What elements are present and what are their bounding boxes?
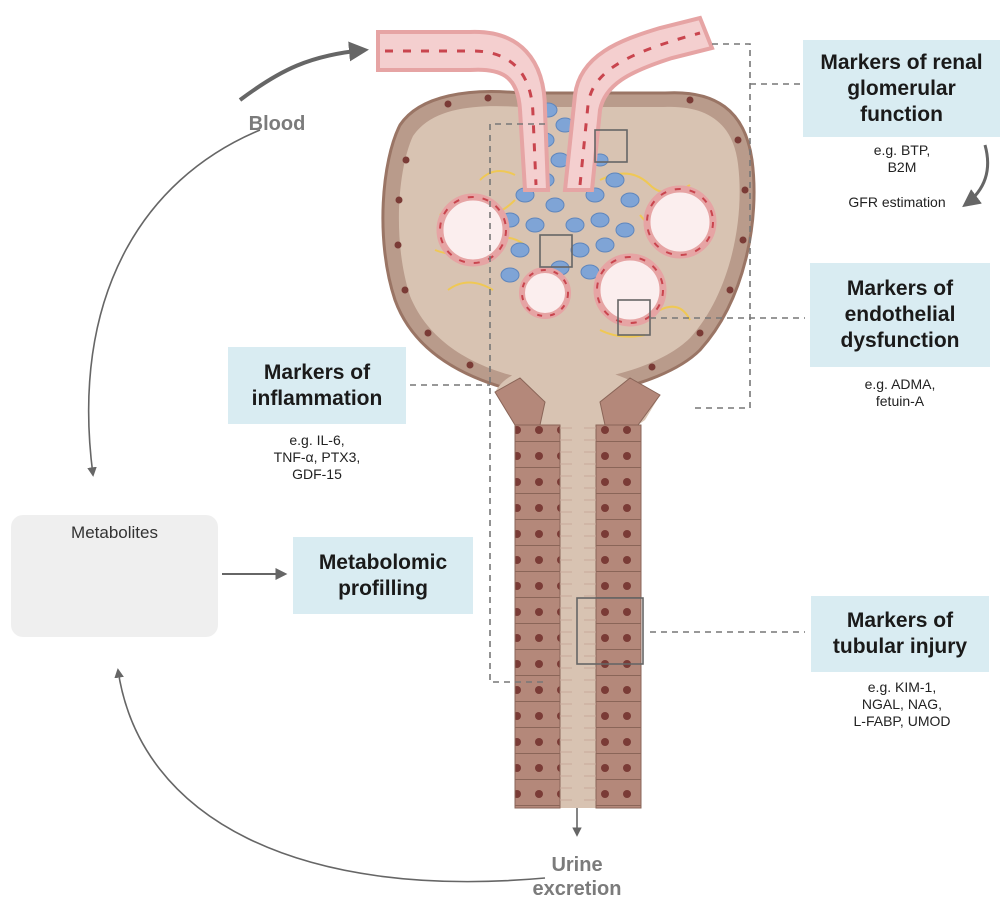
inflammation-example-1: e.g. IL-6, (250, 432, 384, 449)
urine-excretion-label: Urine excretion (515, 853, 639, 901)
metabolomic-title-line2: profilling (293, 576, 473, 602)
inflammation-example-2: TNF-α, PTX3, (250, 449, 384, 466)
glomerular-examples: e.g. BTP, B2M (853, 142, 951, 176)
inflammation-examples: e.g. IL-6, TNF-α, PTX3, GDF-15 (250, 432, 384, 483)
gfr-estimation-label: GFR estimation (833, 194, 961, 211)
tubular-injury-box: Markers of tubular injury (811, 596, 989, 672)
endothelial-title-line3: dysfunction (810, 328, 990, 354)
tubular-examples: e.g. KIM-1, NGAL, NAG, L-FABP, UMOD (834, 679, 970, 730)
blood-label: Blood (232, 112, 322, 136)
endothelial-title-line1: Markers of (810, 276, 990, 302)
endothelial-dysfunction-box: Markers of endothelial dysfunction (810, 263, 990, 367)
tubular-example-3: L-FABP, UMOD (834, 713, 970, 730)
arrow-blood-to-vessel (240, 50, 365, 100)
metabolites-label: Metabolites (11, 523, 218, 543)
arrow-urine-to-metabolites (118, 670, 545, 882)
endothelial-example-2: fetuin-A (845, 393, 955, 410)
tubular-title-line2: tubular injury (811, 634, 989, 660)
inflammation-title-line1: Markers of (228, 360, 406, 386)
inflammation-example-3: GDF-15 (250, 466, 384, 483)
glomerular-function-box: Markers of renal glomerular function (803, 40, 1000, 137)
glomerular-example-1: e.g. BTP, (853, 142, 951, 159)
tubular-example-1: e.g. KIM-1, (834, 679, 970, 696)
urine-label-line1: Urine (515, 853, 639, 877)
tubule (495, 368, 660, 808)
glomerular-title-line2: glomerular (803, 76, 1000, 102)
urine-label-line2: excretion (515, 877, 639, 901)
arrow-to-gfr (965, 145, 988, 205)
metabolites-panel: Metabolites (11, 515, 218, 637)
glomerular-title-line3: function (803, 102, 1000, 128)
endothelial-title-line2: endothelial (810, 302, 990, 328)
metabolomic-profiling-box: Metabolomic profilling (293, 537, 473, 614)
tubular-title-line1: Markers of (811, 608, 989, 634)
tubular-example-2: NGAL, NAG, (834, 696, 970, 713)
glomerular-example-2: B2M (853, 159, 951, 176)
metabolomic-title-line1: Metabolomic (293, 550, 473, 576)
glomerulus (378, 18, 754, 392)
inflammation-title-line2: inflammation (228, 386, 406, 412)
inflammation-box: Markers of inflammation (228, 347, 406, 424)
endothelial-examples: e.g. ADMA, fetuin-A (845, 376, 955, 410)
glomerular-title-line1: Markers of renal (803, 50, 1000, 76)
endothelial-example-1: e.g. ADMA, (845, 376, 955, 393)
